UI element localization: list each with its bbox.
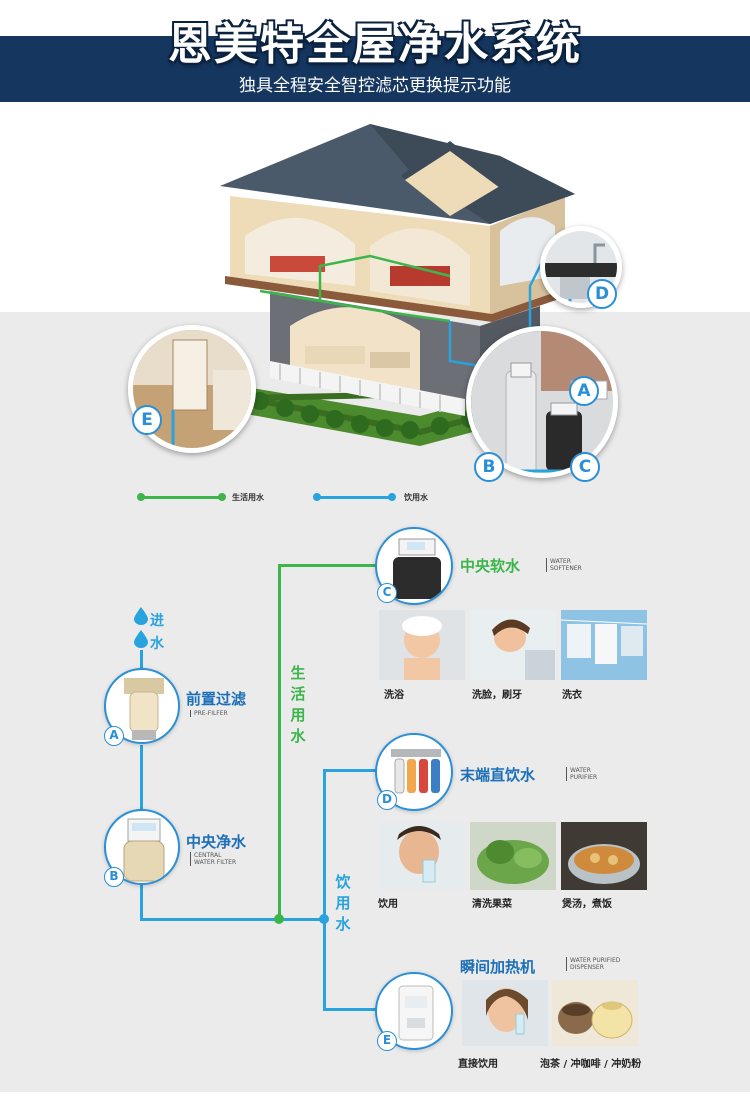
dispenser-use-2: 泡茶 / 冲咖啡 / 冲奶粉	[540, 1059, 642, 1070]
legend-domestic-dot-end	[218, 493, 226, 501]
drinking-photo	[379, 822, 465, 890]
badge-c: C	[570, 452, 600, 482]
equipment-room-image	[471, 331, 613, 473]
domestic-char-3: 用	[290, 706, 306, 724]
inlet-pipe	[140, 650, 143, 685]
badge-a: A	[569, 376, 599, 406]
device-badge-c: C	[377, 583, 397, 603]
softener-image	[393, 538, 441, 599]
page-title: 恩美特全屋净水系统	[168, 19, 582, 70]
device-badge-e: E	[377, 1031, 397, 1051]
domestic-branch-label: 生 活 用 水	[289, 663, 307, 747]
legend-drinking-line	[316, 496, 392, 499]
dispenser-en-label: WATER PURIFIED DISPENSER	[566, 957, 620, 971]
page-subtitle: 独具全程安全智控滤芯更换提示功能	[239, 76, 511, 96]
device-badge-a: A	[104, 726, 124, 746]
device-badge-b: B	[104, 867, 124, 887]
softener-en-line-2: SOFTENER	[550, 565, 582, 572]
dispenser-image	[398, 985, 434, 1041]
kitchen-sink-image	[545, 231, 617, 303]
legend-drinking-dot-end	[388, 493, 396, 501]
header: 恩美特全屋净水系统 独具全程安全智控滤芯更换提示功能	[0, 0, 750, 104]
callout-room-d	[540, 226, 622, 308]
domestic-char-2: 活	[290, 685, 306, 703]
drinking-char-3: 水	[335, 915, 351, 933]
central-filter-title: 中央净水	[186, 833, 247, 851]
drinking-char-1: 饮	[335, 873, 351, 891]
dispenser-use-1: 直接饮用	[458, 1059, 498, 1070]
softener-en-label: WATER SOFTENER	[546, 558, 582, 572]
tea-coffee-photo	[552, 980, 638, 1046]
purifier-use-3: 煲汤，煮饭	[562, 899, 612, 910]
trunk-pipe-b-down	[140, 885, 143, 920]
face-washing-photo	[470, 610, 556, 680]
washing-vegetables-photo	[470, 822, 556, 890]
badge-b: B	[474, 452, 504, 482]
drinking-pipe-to-purifier	[323, 769, 378, 772]
direct-drinking-photo	[462, 980, 548, 1046]
domestic-junction-dot	[274, 914, 284, 924]
purifier-image	[391, 749, 441, 794]
dispenser-title: 瞬间加热机	[460, 958, 536, 976]
drinking-pipe-vertical	[323, 770, 326, 1010]
legend-domestic-line	[140, 496, 222, 499]
domestic-char-1: 生	[290, 664, 306, 682]
bathing-photo	[379, 610, 465, 680]
cooking-photo	[561, 822, 647, 890]
water-drop-icon	[134, 630, 148, 648]
purifier-en-line-1: WATER	[570, 767, 591, 774]
inlet-label-1: 进	[150, 613, 164, 629]
softener-title: 中央软水	[460, 557, 521, 575]
prefilter-title: 前置过滤	[186, 690, 247, 708]
legend-drinking-dot-start	[313, 493, 321, 501]
trunk-pipe-a-b	[140, 745, 143, 815]
drinking-branch-label: 饮 用 水	[334, 872, 352, 935]
central-filter-en-line-1: CENTRAL	[194, 852, 222, 859]
legend-domestic-dot-start	[137, 493, 145, 501]
dispenser-device[interactable]	[375, 972, 453, 1050]
drinking-pipe-to-dispenser	[323, 1008, 378, 1011]
central-filter-image	[123, 818, 165, 882]
softener-en-line-1: WATER	[550, 558, 571, 565]
laundry-photo	[561, 610, 647, 680]
purifier-use-1: 饮用	[378, 899, 398, 910]
softener-use-1: 洗浴	[384, 690, 404, 701]
callout-equipment-abc	[466, 326, 618, 478]
prefilter-en-label: PRE-FILFER	[190, 710, 228, 717]
purifier-en-label: WATER PURIFIER	[566, 767, 597, 781]
prefilter-image	[124, 678, 164, 740]
central-filter-en-label: CENTRAL WATER FILTER	[190, 852, 236, 866]
softener-use-2: 洗脸，刷牙	[472, 690, 522, 701]
domestic-char-4: 水	[290, 727, 306, 745]
trunk-pipe-horizontal	[140, 918, 326, 921]
prefilter-device[interactable]	[104, 668, 180, 744]
domestic-pipe-to-softener	[278, 564, 378, 567]
purifier-en-line-2: PURIFIER	[570, 774, 598, 781]
purifier-title: 末端直饮水	[460, 766, 536, 784]
drinking-junction-dot	[319, 914, 329, 924]
dispenser-en-line-2: DISPENSER	[570, 964, 604, 971]
central-filter-en-line-2: WATER FILTER	[194, 859, 237, 866]
badge-d: D	[587, 279, 617, 309]
purifier-use-2: 清洗果菜	[472, 899, 512, 910]
prefilter-en-line-1: PRE-FILFER	[194, 710, 228, 717]
purifier-device[interactable]	[375, 733, 453, 811]
badge-e: E	[132, 405, 162, 435]
title-banner	[0, 36, 750, 102]
water-drop-icon	[134, 607, 148, 625]
legend-domestic-label: 生活用水	[232, 493, 264, 502]
drinking-char-2: 用	[335, 894, 351, 912]
inlet-label-2: 水	[150, 636, 164, 652]
dispenser-en-line-1: WATER PURIFIED	[570, 957, 621, 964]
softener-use-3: 洗衣	[562, 690, 582, 701]
legend-drinking-label: 饮用水	[404, 493, 428, 502]
domestic-pipe-vertical	[278, 565, 281, 920]
device-badge-d: D	[377, 790, 397, 810]
